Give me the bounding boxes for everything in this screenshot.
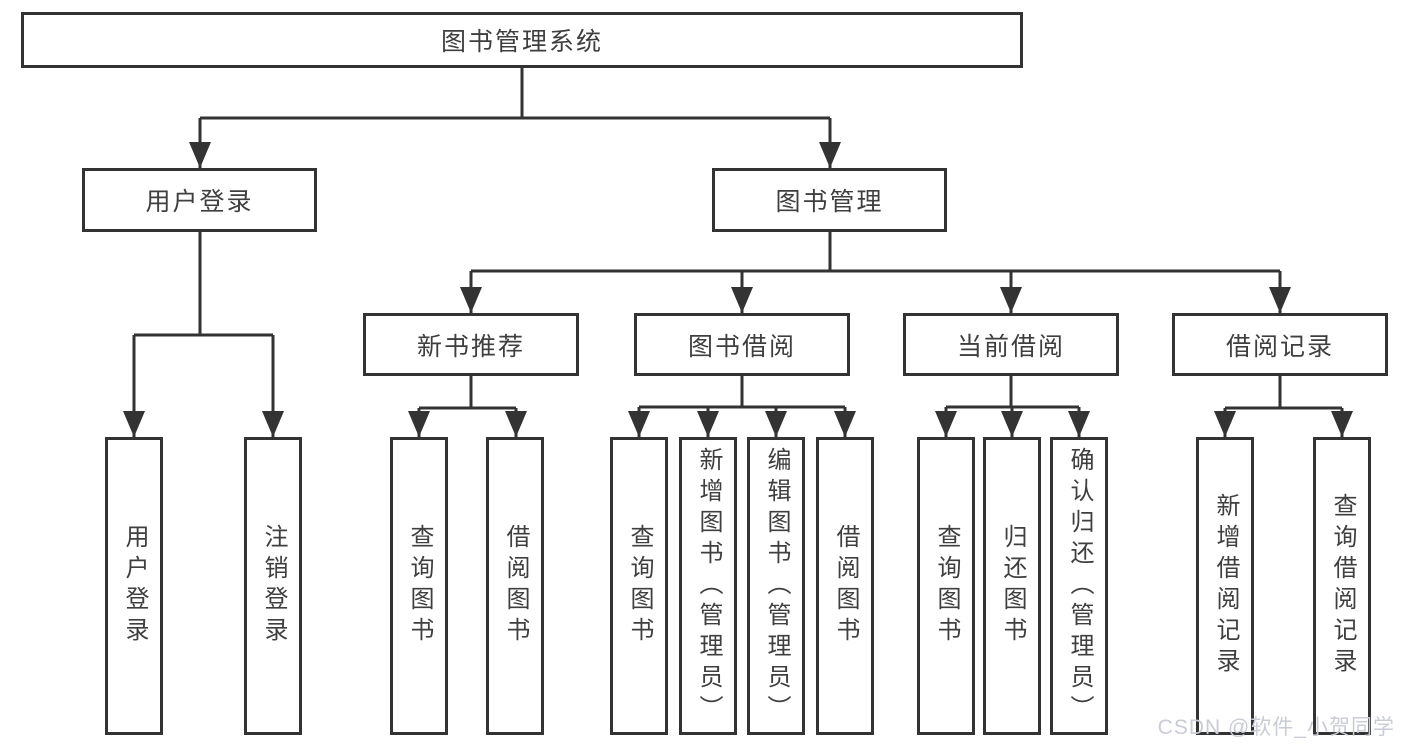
node-leaf-add-borrow-record: 新增借阅记录 [1196,437,1254,735]
arrowheads [123,142,1353,437]
node-new-book-recommendation: 新书推荐 [363,313,579,376]
node-current-borrowing: 当前借阅 [903,313,1119,376]
node-leaf-query-books: 查询图书 [610,437,668,735]
node-leaf-query-books: 查询图书 [917,437,975,735]
node-leaf-add-books-admin: 新增图书（管理员） [679,437,737,735]
node-leaf-borrow-books: 借阅图书 [486,437,544,735]
node-leaf-borrow-books: 借阅图书 [816,437,874,735]
node-leaf-user-login: 用户登录 [105,437,163,735]
node-book-management: 图书管理 [712,168,947,232]
node-book-borrowing: 图书借阅 [634,313,850,376]
watermark: CSDN @软件_小贺同学 [1157,716,1395,739]
node-borrowing-records: 借阅记录 [1172,313,1388,376]
node-leaf-query-borrow-record: 查询借阅记录 [1313,437,1371,735]
node-library-management-system: 图书管理系统 [21,12,1023,68]
node-leaf-edit-books-admin: 编辑图书（管理员） [747,437,805,735]
node-leaf-query-books: 查询图书 [390,437,448,735]
node-leaf-logout: 注销登录 [244,437,302,735]
node-leaf-return-books: 归还图书 [983,437,1041,735]
node-leaf-confirm-return-admin: 确认归还（管理员） [1050,437,1108,735]
node-user-login: 用户登录 [82,168,317,232]
